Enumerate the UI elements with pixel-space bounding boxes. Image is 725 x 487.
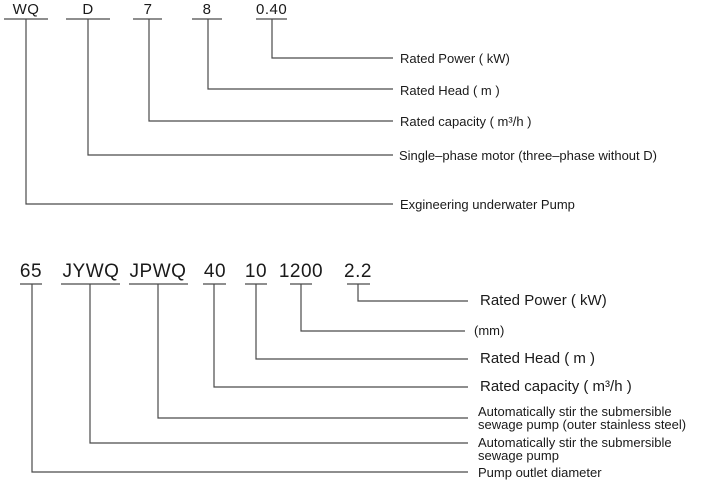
label-rated-head: Rated Head ( m ) — [400, 83, 500, 98]
connector-rated-capacity — [148, 19, 393, 122]
label2-stir-pump-line2: sewage pump — [478, 448, 559, 463]
code-jpwq: JPWQ — [129, 261, 187, 282]
code-d: D — [82, 1, 94, 18]
code-7: 7 — [143, 1, 153, 18]
code-65: 65 — [19, 261, 43, 282]
connector2-rated-head — [255, 284, 468, 360]
label2-rated-head: Rated Head ( m ) — [480, 350, 596, 367]
connector-engineering-pump — [25, 19, 393, 205]
connector2-outlet — [31, 284, 468, 473]
code-10: 10 — [244, 261, 268, 282]
label2-stir-pump-stainless: Automatically stir the submersible sewag… — [478, 405, 686, 431]
code-8: 8 — [202, 1, 212, 18]
connector2-rated-power — [357, 284, 468, 302]
label2-stir-pump-line1: Automatically stir the submersible — [478, 435, 672, 450]
label2-rated-capacity: Rated capacity ( m³/h ) — [480, 378, 632, 395]
connector-rated-head — [207, 19, 393, 90]
label2-stir-pump-stainless-line2: sewage pump (outer stainless steel) — [478, 417, 687, 432]
label-rated-capacity: Rated capacity ( m³/h ) — [400, 114, 532, 129]
connector2-rated-capacity — [213, 284, 468, 388]
connector2-mm — [300, 284, 465, 332]
label-single-phase-motor: Single–phase motor (three–phase without … — [399, 148, 657, 163]
connector-single-phase — [87, 19, 393, 156]
label-engineering-pump: Exgineering underwater Pump — [400, 197, 575, 212]
code-1200: 1200 — [278, 261, 324, 282]
label2-stir-pump-stainless-line1: Automatically stir the submersible — [478, 404, 672, 419]
code-0-40: 0.40 — [256, 1, 288, 18]
label2-rated-power: Rated Power ( kW) — [480, 292, 607, 309]
code-2-2: 2.2 — [344, 261, 372, 282]
code-wq: WQ — [12, 1, 40, 18]
connector2-jywq — [89, 284, 468, 444]
code-40: 40 — [203, 261, 227, 282]
code-jywq: JYWQ — [62, 261, 120, 282]
connector2-jpwq — [157, 284, 468, 419]
label-rated-power: Rated Power ( kW) — [400, 51, 510, 66]
label2-stir-pump: Automatically stir the submersible sewag… — [478, 436, 672, 462]
label2-outlet-diameter: Pump outlet diameter — [478, 465, 602, 480]
label2-mm: (mm) — [474, 323, 505, 338]
connector-rated-power — [271, 19, 393, 59]
